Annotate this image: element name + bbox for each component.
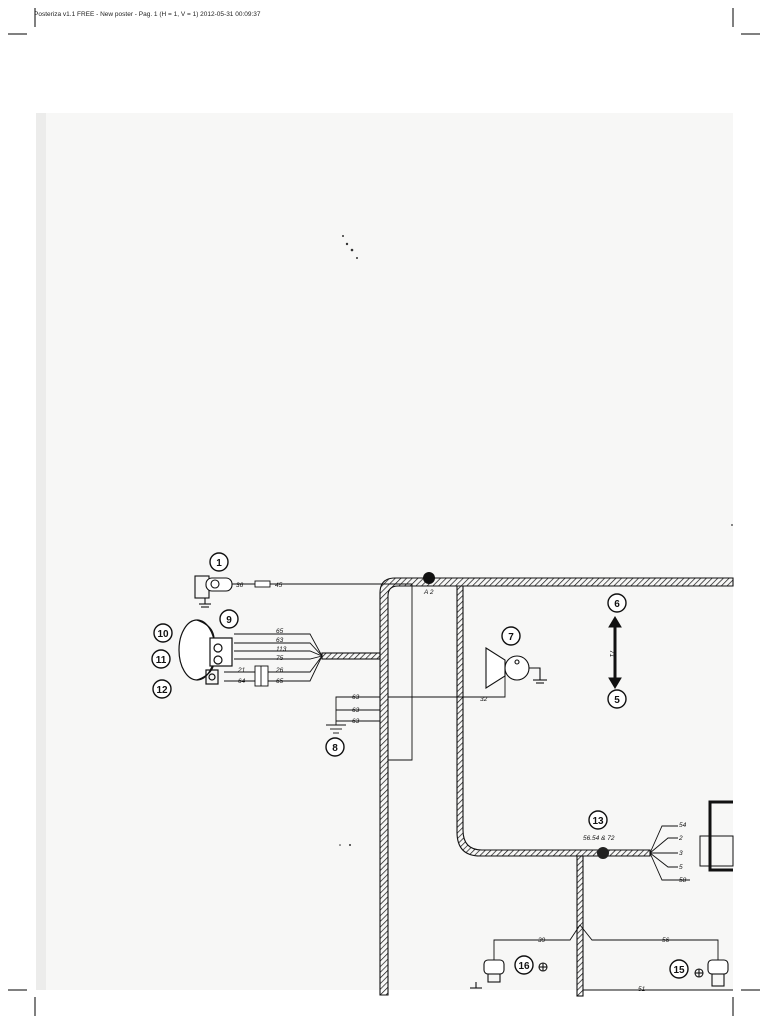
wire-label-54: 54 xyxy=(679,822,687,829)
wire-label-5: 5 xyxy=(679,864,683,871)
callout-6: 6 xyxy=(614,599,620,610)
wire-label-21: 21 xyxy=(237,667,246,674)
wire-label-63a: 63 xyxy=(276,637,284,644)
wire-label-63c: 63 xyxy=(352,707,360,714)
callout-7: 7 xyxy=(508,632,514,643)
horn-component-7 xyxy=(485,647,547,689)
callout-circles xyxy=(151,552,689,979)
wire-label-63b: 63 xyxy=(352,694,360,701)
main-harness-trunk xyxy=(379,577,734,996)
wire-label-51: 51 xyxy=(638,986,646,993)
headlamp-harness xyxy=(321,652,381,660)
wire-label-113: 113 xyxy=(276,646,287,653)
lamp-component-16 xyxy=(470,959,548,989)
scan-specks xyxy=(339,235,733,846)
callout-5: 5 xyxy=(614,695,620,706)
direction-arrows xyxy=(608,616,622,689)
wire-label-36: 36 xyxy=(236,582,244,589)
print-header: Posteriza v1.1 FREE - New poster - Pag. … xyxy=(34,11,261,18)
wire-label-75: 75 xyxy=(276,655,284,662)
callout-9: 9 xyxy=(226,615,232,626)
callout-12: 12 xyxy=(156,685,168,696)
lamp-component-15 xyxy=(694,959,729,987)
wiring-harness xyxy=(321,577,734,997)
wire-label-13-sub: 56.54 & 72 xyxy=(583,835,615,842)
wire-label-45: 45 xyxy=(275,582,283,589)
relay-box xyxy=(699,800,734,872)
junction-a2 xyxy=(423,572,435,584)
callout-13: 13 xyxy=(592,816,604,827)
wire-label-26: 26 xyxy=(275,667,284,674)
wire-label-39: 39 xyxy=(538,937,546,944)
callout-16: 16 xyxy=(518,961,530,972)
wire-label-63d: 63 xyxy=(352,718,360,725)
lamp-component-1 xyxy=(194,575,233,608)
lower-harness xyxy=(576,855,584,997)
callout-15: 15 xyxy=(673,965,685,976)
wire-label-58: 58 xyxy=(679,877,687,884)
wire-label-65b: 65 xyxy=(276,678,284,685)
callout-10: 10 xyxy=(157,629,169,640)
wire-label-2: 2 xyxy=(678,835,683,842)
wire-label-3: 3 xyxy=(679,850,683,857)
junction-13 xyxy=(597,847,609,859)
callout-8: 8 xyxy=(332,743,338,754)
headlamp-assembly xyxy=(178,619,233,685)
callout-11: 11 xyxy=(156,655,167,666)
wire-label-71: 71 xyxy=(608,650,615,658)
wire-label-64: 64 xyxy=(238,678,246,685)
callout-1: 1 xyxy=(216,558,222,569)
wire-label-56: 56 xyxy=(662,937,670,944)
branch-harness xyxy=(456,585,651,857)
thin-wires xyxy=(224,580,733,991)
wire-label-32: 32 xyxy=(480,696,488,703)
wire-label-65a: 65 xyxy=(276,628,284,635)
wire-label-a2: A 2 xyxy=(423,589,434,596)
